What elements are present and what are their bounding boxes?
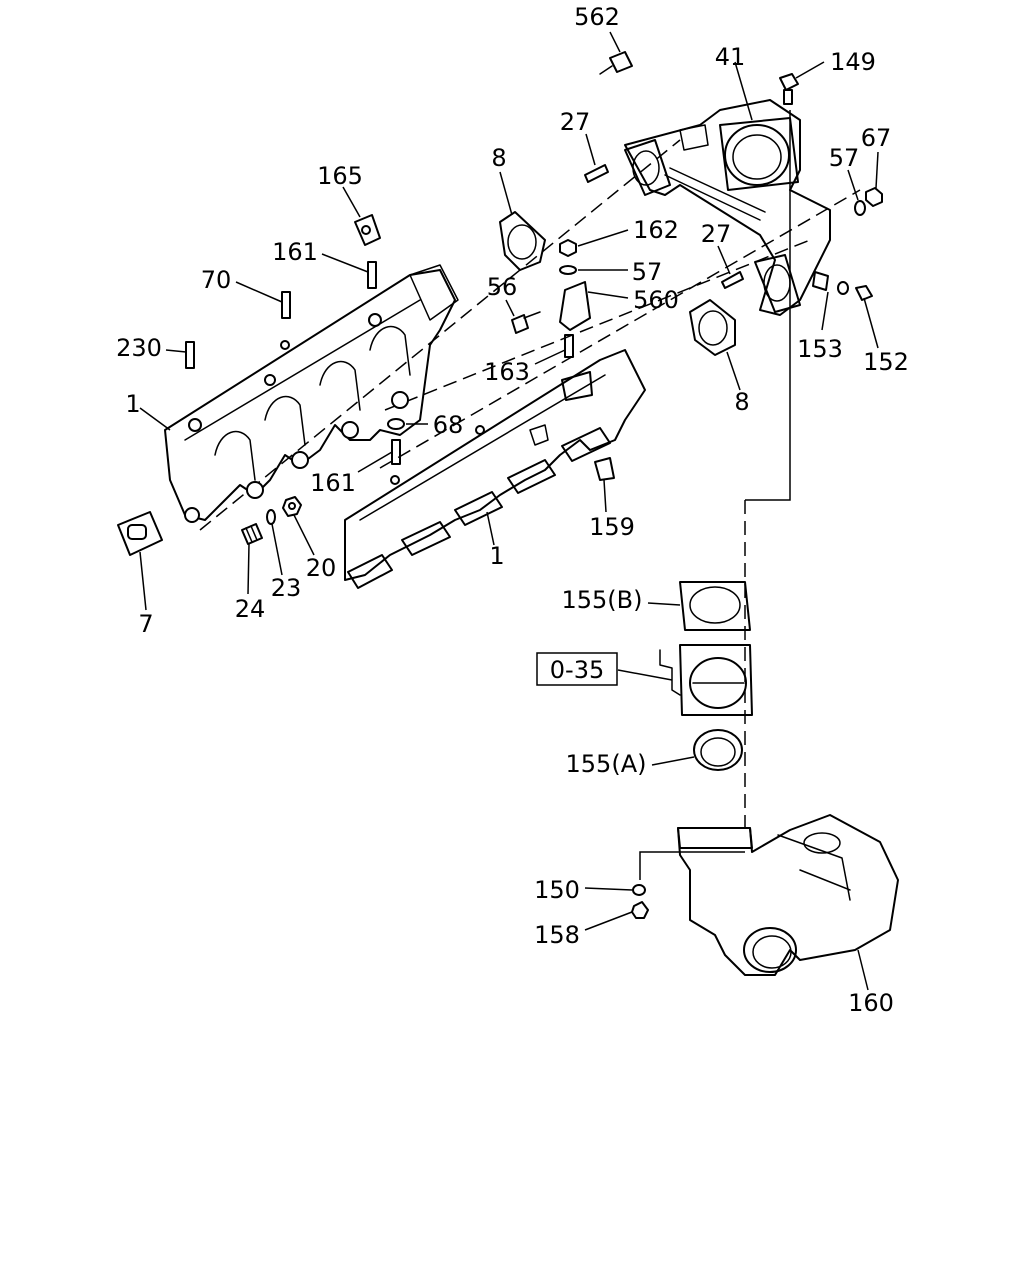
leader-lines bbox=[139, 31, 879, 991]
reference-box-label: 0-35 bbox=[550, 656, 604, 684]
callout-162: 162 bbox=[633, 216, 679, 244]
nut-20 bbox=[282, 496, 302, 517]
bolt-56 bbox=[511, 311, 541, 334]
stud-70 bbox=[281, 291, 291, 319]
bolt-149 bbox=[779, 73, 799, 105]
callout-562: 562 bbox=[574, 3, 620, 31]
callout-560: 560 bbox=[633, 286, 679, 314]
callout-155a: 155(A) bbox=[566, 750, 647, 778]
callout-27-lower: 27 bbox=[701, 220, 732, 248]
throttle-body bbox=[659, 644, 753, 716]
intake-manifold-front bbox=[344, 349, 646, 589]
stud-161-lower bbox=[391, 439, 401, 465]
callout-8-upper: 8 bbox=[491, 144, 506, 172]
stud-27-upper bbox=[584, 164, 609, 183]
callout-70: 70 bbox=[201, 266, 232, 294]
flange-upper bbox=[624, 139, 671, 196]
intake-manifold-rear bbox=[164, 264, 459, 523]
callout-41: 41 bbox=[715, 43, 746, 71]
callout-57-right: 57 bbox=[829, 144, 860, 172]
callout-153: 153 bbox=[797, 335, 843, 363]
callout-155b: 155(B) bbox=[562, 586, 643, 614]
stud-27-lower bbox=[721, 271, 744, 289]
fitting-153 bbox=[812, 271, 849, 295]
callout-150: 150 bbox=[534, 876, 580, 904]
bracket-line-150 bbox=[639, 851, 745, 880]
callout-1-rear: 1 bbox=[125, 390, 140, 418]
gasket-7 bbox=[117, 511, 163, 556]
callout-68: 68 bbox=[433, 411, 464, 439]
stud-161-upper bbox=[367, 261, 377, 289]
callout-161-lower: 161 bbox=[310, 469, 356, 497]
washer-23 bbox=[266, 509, 276, 525]
callout-27-upper: 27 bbox=[560, 108, 591, 136]
bracket-560 bbox=[559, 281, 591, 331]
callout-230: 230 bbox=[116, 334, 162, 362]
gasket-8-upper bbox=[499, 211, 546, 271]
callout-20: 20 bbox=[306, 554, 337, 582]
flange-lower bbox=[754, 254, 801, 313]
nut-158 bbox=[631, 901, 649, 919]
callout-149: 149 bbox=[830, 48, 876, 76]
callout-152: 152 bbox=[863, 348, 909, 376]
seal-155a bbox=[693, 729, 743, 771]
callout-165: 165 bbox=[317, 162, 363, 190]
callout-56: 56 bbox=[487, 273, 518, 301]
callout-labels: 562 41 149 27 67 57 165 8 162 27 161 57 … bbox=[116, 3, 909, 1017]
callout-161-upper: 161 bbox=[272, 238, 318, 266]
reference-box bbox=[536, 652, 618, 686]
washer-57-right bbox=[854, 200, 866, 216]
bolt-562 bbox=[599, 51, 633, 75]
duct-160 bbox=[677, 814, 899, 976]
callout-160: 160 bbox=[848, 989, 894, 1017]
callout-158: 158 bbox=[534, 921, 580, 949]
plug-152 bbox=[855, 285, 873, 301]
callout-8-lower: 8 bbox=[734, 388, 749, 416]
gasket-8-lower bbox=[689, 299, 736, 356]
center-lines bbox=[199, 110, 861, 830]
washer-57-center bbox=[559, 265, 577, 275]
gasket-155b bbox=[679, 581, 751, 631]
callout-7: 7 bbox=[138, 610, 153, 638]
bracket-165 bbox=[354, 214, 381, 246]
stud-163 bbox=[564, 334, 574, 358]
spring-24 bbox=[241, 523, 263, 545]
nut-162 bbox=[559, 239, 577, 257]
washer-150 bbox=[632, 884, 646, 896]
sensor-159 bbox=[594, 457, 615, 481]
air-pipe-41 bbox=[624, 99, 831, 316]
callout-57-center: 57 bbox=[632, 258, 663, 286]
callout-159: 159 bbox=[589, 513, 635, 541]
nut-67 bbox=[865, 187, 883, 207]
callout-67: 67 bbox=[861, 124, 892, 152]
stud-230 bbox=[185, 341, 195, 369]
callout-163: 163 bbox=[484, 358, 530, 386]
washer-68 bbox=[387, 418, 405, 430]
callout-24: 24 bbox=[235, 595, 266, 623]
callout-23: 23 bbox=[271, 574, 302, 602]
callout-1-front: 1 bbox=[489, 542, 504, 570]
